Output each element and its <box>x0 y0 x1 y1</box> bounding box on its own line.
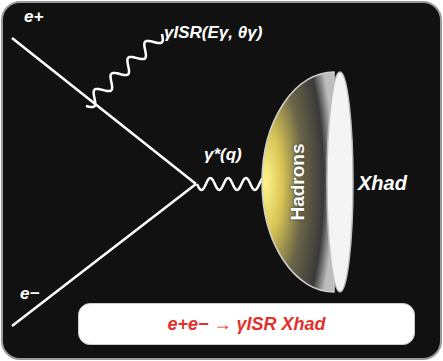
text-label: γ*(q) <box>204 146 242 165</box>
process-box: e+e− → γISR Xhad <box>78 303 415 345</box>
node-text: e+e− → γISR Xhad <box>167 314 325 335</box>
text-label: γISR(Eγ, θγ) <box>164 24 262 43</box>
node-text: Hadrons <box>287 143 309 220</box>
isr-photon-wave <box>86 34 163 107</box>
text-label: e− <box>20 285 39 304</box>
hadron-blob: Hadrons <box>260 70 356 294</box>
text-label: e+ <box>24 8 43 27</box>
dark-panel <box>2 2 441 359</box>
positron-line <box>12 38 196 184</box>
hadron-hemisphere <box>262 72 334 292</box>
hadron-face <box>327 72 353 292</box>
text-label: Xhad <box>358 172 407 194</box>
